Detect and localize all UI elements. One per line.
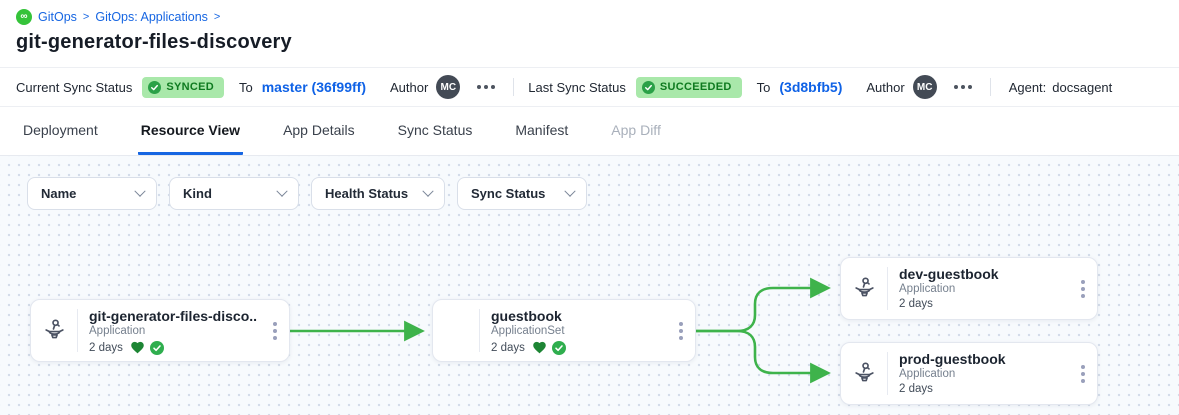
status-bar: Current Sync Status SYNCED To master (36… (0, 67, 1179, 107)
tab-bar: Deployment Resource View App Details Syn… (0, 108, 1179, 156)
synced-badge-label: SYNCED (166, 81, 214, 93)
filter-bar: Name Kind Health Status Sync Status (27, 177, 587, 210)
page-title: git-generator-files-discovery (16, 31, 292, 53)
to-label: To (756, 79, 771, 95)
node-git-generator-files-discovery[interactable]: git-generator-files-disco... Application… (30, 299, 290, 362)
author-avatar: MC (912, 75, 937, 99)
node-age: 2 days (899, 298, 933, 310)
node-guestbook[interactable]: guestbook ApplicationSet 2 days (432, 299, 696, 362)
filter-sync-status-dropdown[interactable]: Sync Status (457, 177, 587, 210)
node-title: prod-guestbook (899, 351, 1006, 367)
node-kind: Application (899, 283, 956, 295)
chevron-down-icon (134, 185, 146, 197)
last-revision-link[interactable]: (3d8bfb5) (779, 79, 843, 95)
node-menu-button[interactable] (1069, 343, 1097, 404)
node-kind: ApplicationSet (491, 325, 565, 337)
node-age: 2 days (89, 341, 123, 354)
agent-value: docsagent (1052, 79, 1113, 95)
node-title: guestbook (491, 308, 562, 324)
tab-manifest[interactable]: Manifest (515, 122, 569, 138)
synced-check-icon (149, 340, 164, 355)
synced-status-badge: SYNCED (142, 76, 224, 98)
health-heart-icon (131, 341, 144, 354)
argo-application-icon (854, 362, 874, 382)
filter-label: Sync Status (471, 186, 546, 201)
node-age: 2 days (899, 383, 933, 395)
succeeded-badge-label: SUCCEEDED (659, 81, 732, 93)
succeeded-status-badge: SUCCEEDED (635, 76, 742, 98)
filter-label: Health Status (325, 186, 409, 201)
resource-graph-canvas: Name Kind Health Status Sync Status (0, 156, 1179, 415)
node-menu-button[interactable] (1069, 258, 1097, 319)
breadcrumb-separator: > (82, 11, 90, 23)
tab-resource-view[interactable]: Resource View (137, 108, 244, 155)
node-menu-button[interactable] (261, 300, 289, 361)
filter-kind-dropdown[interactable]: Kind (169, 177, 299, 210)
last-sync-menu-button[interactable] (950, 81, 976, 93)
tab-app-details[interactable]: App Details (283, 122, 355, 138)
node-kind: Application (89, 325, 146, 337)
tab-sync-status[interactable]: Sync Status (397, 122, 473, 138)
node-title: dev-guestbook (899, 266, 999, 282)
health-heart-icon (533, 341, 546, 354)
argo-application-icon (854, 277, 874, 297)
current-sync-menu-button[interactable] (473, 81, 499, 93)
node-dev-guestbook[interactable]: dev-guestbook Application 2 days (840, 257, 1098, 320)
author-avatar: MC (436, 75, 461, 99)
divider (989, 78, 991, 96)
breadcrumb-gitops[interactable]: GitOps (38, 10, 77, 24)
chevron-down-icon (276, 185, 288, 197)
node-prod-guestbook[interactable]: prod-guestbook Application 2 days (840, 342, 1098, 405)
breadcrumb-separator: > (213, 11, 221, 23)
agent-info: Agent: docsagent (1009, 80, 1113, 95)
filter-name-dropdown[interactable]: Name (27, 177, 157, 210)
node-age: 2 days (491, 341, 525, 354)
chevron-down-icon (564, 185, 576, 197)
last-sync-status-label: Last Sync Status (528, 79, 626, 95)
agent-label: Agent: (1008, 79, 1047, 95)
tab-app-diff: App Diff (611, 122, 661, 138)
node-kind: Application (899, 368, 956, 380)
breadcrumb: ∞ GitOps > GitOps: Applications > (16, 9, 220, 25)
check-circle-icon (148, 80, 162, 94)
filter-health-status-dropdown[interactable]: Health Status (311, 177, 445, 210)
node-menu-button[interactable] (667, 300, 695, 361)
filter-label: Name (41, 186, 77, 201)
check-circle-icon (641, 80, 655, 94)
to-label: To (238, 79, 253, 95)
argo-application-icon (44, 319, 64, 339)
current-revision-link[interactable]: master (36f99ff) (261, 79, 366, 95)
breadcrumb-applications[interactable]: GitOps: Applications (95, 10, 208, 24)
chevron-down-icon (422, 185, 434, 197)
tab-deployment[interactable]: Deployment (23, 122, 98, 138)
synced-check-icon (551, 340, 566, 355)
node-title: git-generator-files-disco... (89, 308, 257, 324)
filter-label: Kind (183, 186, 212, 201)
current-sync-status-label: Current Sync Status (16, 79, 133, 95)
divider (513, 78, 515, 96)
gitops-logo-icon: ∞ (16, 9, 32, 25)
author-label: Author (389, 79, 429, 95)
node-icon-placeholder (433, 300, 479, 361)
author-label: Author (866, 79, 905, 95)
